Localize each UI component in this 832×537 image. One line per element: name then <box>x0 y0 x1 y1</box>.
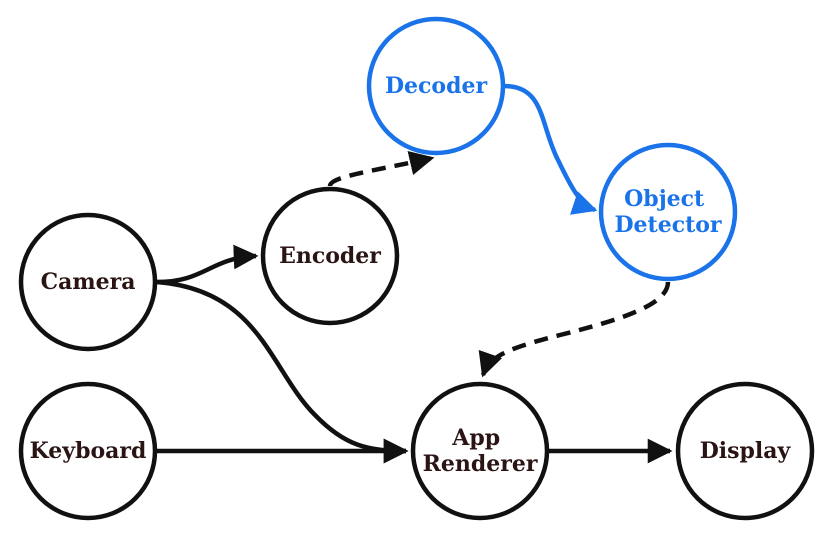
node-decoder-circle <box>366 16 506 156</box>
node-keyboard: Keyboard <box>18 381 158 521</box>
nodes-layer: Camera Keyboard Encoder Decoder Object <box>18 16 815 521</box>
node-decoder: Decoder <box>366 16 506 156</box>
node-camera-circle <box>18 212 158 352</box>
node-decoder-label: Decoder <box>385 73 488 99</box>
node-encoder: Encoder <box>260 186 400 326</box>
edges-layer <box>156 83 673 464</box>
node-app-renderer-circle <box>410 381 550 521</box>
edge-object-detector-to-app-renderer <box>478 281 671 378</box>
node-object-detector: Object Detector <box>598 142 738 282</box>
node-display: Display <box>675 381 815 521</box>
node-display-label: Display <box>700 438 792 464</box>
node-app-renderer-label: App Renderer <box>423 425 538 477</box>
edge-decoder-to-object-detector <box>503 83 598 215</box>
node-keyboard-circle <box>18 381 158 521</box>
node-display-circle <box>675 381 815 521</box>
node-app-renderer: App Renderer <box>410 381 550 521</box>
edge-camera-to-app-renderer <box>156 279 409 464</box>
node-object-detector-label: Object Detector <box>614 186 721 238</box>
edge-camera-to-encoder <box>156 244 259 285</box>
node-camera: Camera <box>18 212 158 352</box>
node-object-detector-circle <box>598 142 738 282</box>
node-encoder-label: Encoder <box>279 243 381 269</box>
node-camera-label: Camera <box>41 269 136 295</box>
node-keyboard-label: Keyboard <box>30 438 147 464</box>
node-encoder-circle <box>260 186 400 326</box>
edge-encoder-to-decoder <box>327 150 435 187</box>
